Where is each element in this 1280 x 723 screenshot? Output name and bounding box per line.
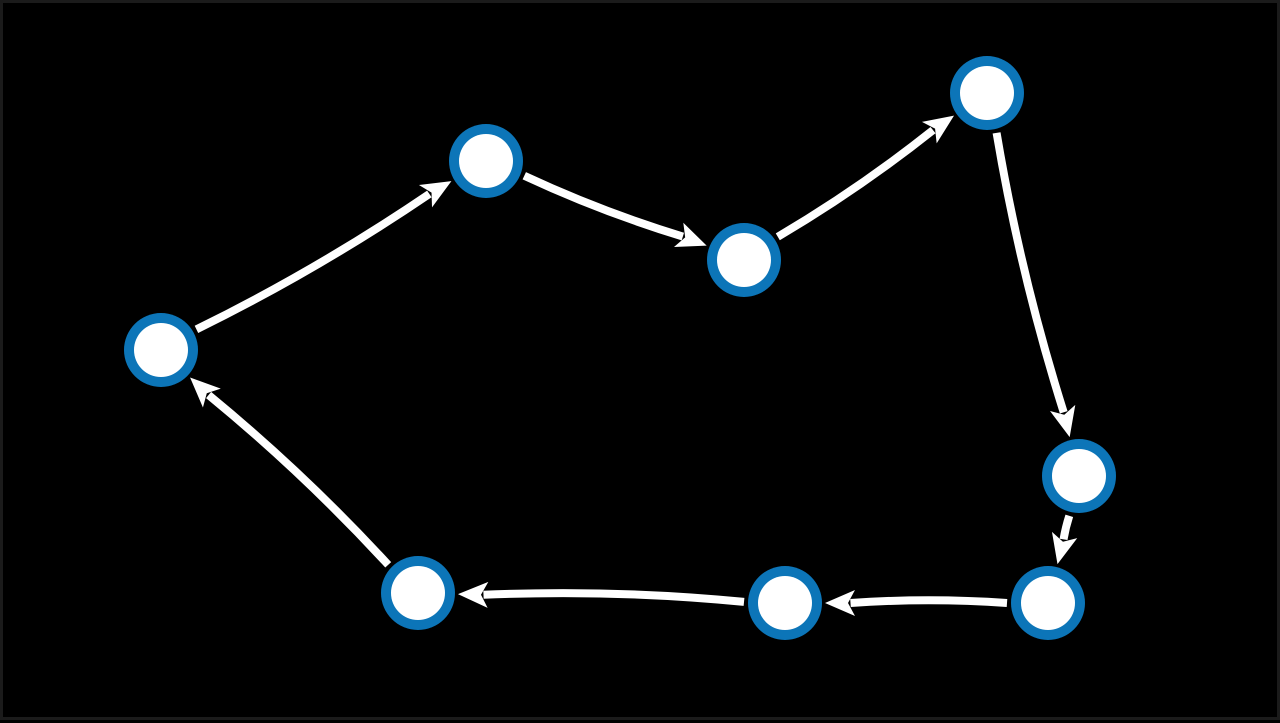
graph-node[interactable] xyxy=(449,124,523,198)
graph-svg xyxy=(124,56,1116,640)
graph-arrowhead xyxy=(825,590,855,616)
graph-arrowhead xyxy=(921,115,955,144)
graph-edge xyxy=(522,172,685,241)
graph-edge xyxy=(1059,514,1074,541)
graph-node[interactable] xyxy=(1011,566,1085,640)
graph-arrowhead xyxy=(673,222,707,248)
graph-node[interactable] xyxy=(124,313,198,387)
node-core xyxy=(459,134,513,188)
graph-node[interactable] xyxy=(748,566,822,640)
graph-edge xyxy=(992,132,1068,414)
graph-node[interactable] xyxy=(1042,439,1116,513)
graph-arrowhead xyxy=(457,581,489,608)
graph-edge xyxy=(483,589,745,606)
graph-arrowhead xyxy=(1050,404,1076,438)
graph-arrowhead xyxy=(418,181,452,208)
graph-edge xyxy=(775,126,936,241)
node-core xyxy=(717,233,771,287)
node-layer xyxy=(124,56,1116,640)
edge-layer xyxy=(190,115,1078,616)
node-core xyxy=(960,66,1014,120)
graph-arrowhead xyxy=(190,377,221,408)
graph-node[interactable] xyxy=(381,556,455,630)
node-core xyxy=(1052,449,1106,503)
graph-arrowhead xyxy=(1051,531,1078,565)
graph-edge xyxy=(206,391,392,568)
graph-edge xyxy=(850,596,1008,607)
node-core xyxy=(758,576,812,630)
graph-node[interactable] xyxy=(950,56,1024,130)
graph-edge xyxy=(194,190,432,333)
graph-node[interactable] xyxy=(707,223,781,297)
node-core xyxy=(1021,576,1075,630)
node-core xyxy=(391,566,445,620)
node-core xyxy=(134,323,188,377)
